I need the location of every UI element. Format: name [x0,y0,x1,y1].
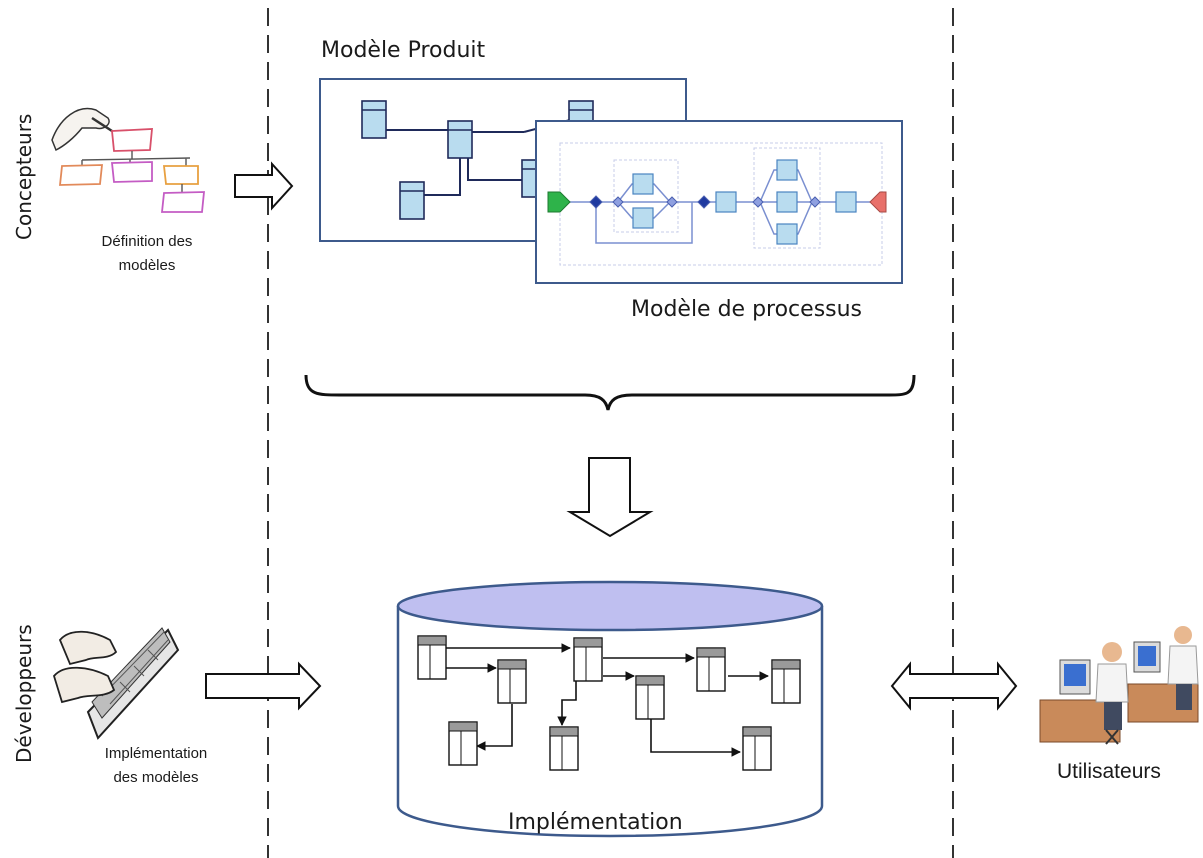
process-model-title: Modèle de processus [631,297,863,322]
implementation-caption: Implémentation des modèles [76,742,236,790]
designers-role-label: Concepteurs [12,113,36,240]
implementation-users-double-arrow [890,661,1018,711]
grouping-brace [304,374,916,411]
hand-drawing-org-chart-icon [51,107,205,213]
implementation-caption-line1: Implémentation [104,745,208,762]
definition-caption: Définition des modèles [72,230,222,278]
process-model-frame [535,120,903,284]
keyboard-typing-icon [52,627,180,740]
definition-caption-line1: Définition des [101,233,193,250]
designers-to-models-arrow [234,161,294,211]
users-at-computers-icon [1039,626,1199,745]
product-model-title: Modèle Produit [321,38,486,63]
definition-caption-line2: modèles [118,257,176,274]
implementation-database [396,580,824,838]
implementation-title: Implémentation [508,810,683,835]
implementation-caption-line2: des modèles [113,769,199,786]
users-role-label: Utilisateurs [1057,760,1161,783]
developers-role-label: Développeurs [12,624,36,763]
models-to-implementation-arrow [566,457,654,538]
developers-to-implementation-arrow [205,661,322,711]
